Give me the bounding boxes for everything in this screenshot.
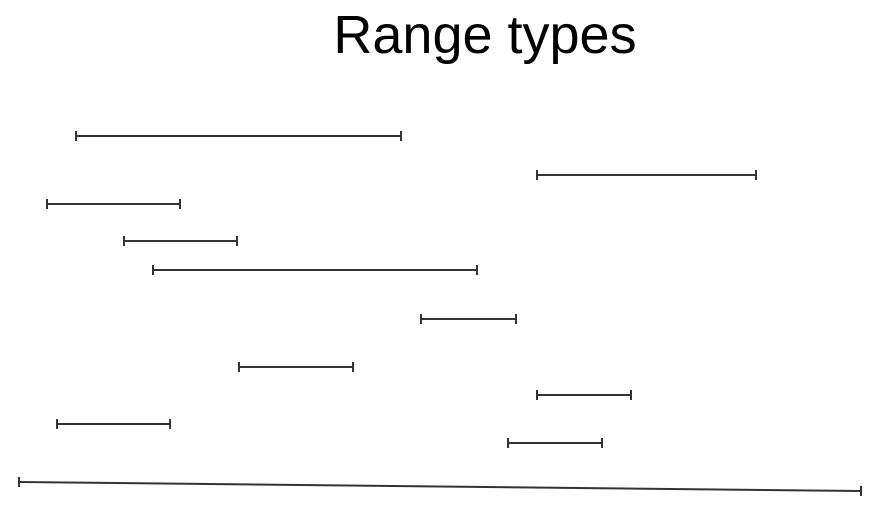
range-line: [18, 481, 862, 492]
range-bar: [507, 438, 603, 448]
range-bar: [420, 314, 517, 324]
range-bar: [18, 477, 862, 496]
diagram-title: Range types: [333, 5, 637, 65]
range-bar: [152, 265, 478, 275]
range-bar: [238, 362, 354, 372]
range-bar: [75, 131, 402, 141]
range-bar: [536, 390, 632, 400]
range-bar: [56, 419, 171, 429]
range-bar: [46, 199, 181, 209]
title-area: Range types: [0, 0, 885, 70]
range-bar: [123, 236, 238, 246]
range-bar: [536, 170, 757, 180]
